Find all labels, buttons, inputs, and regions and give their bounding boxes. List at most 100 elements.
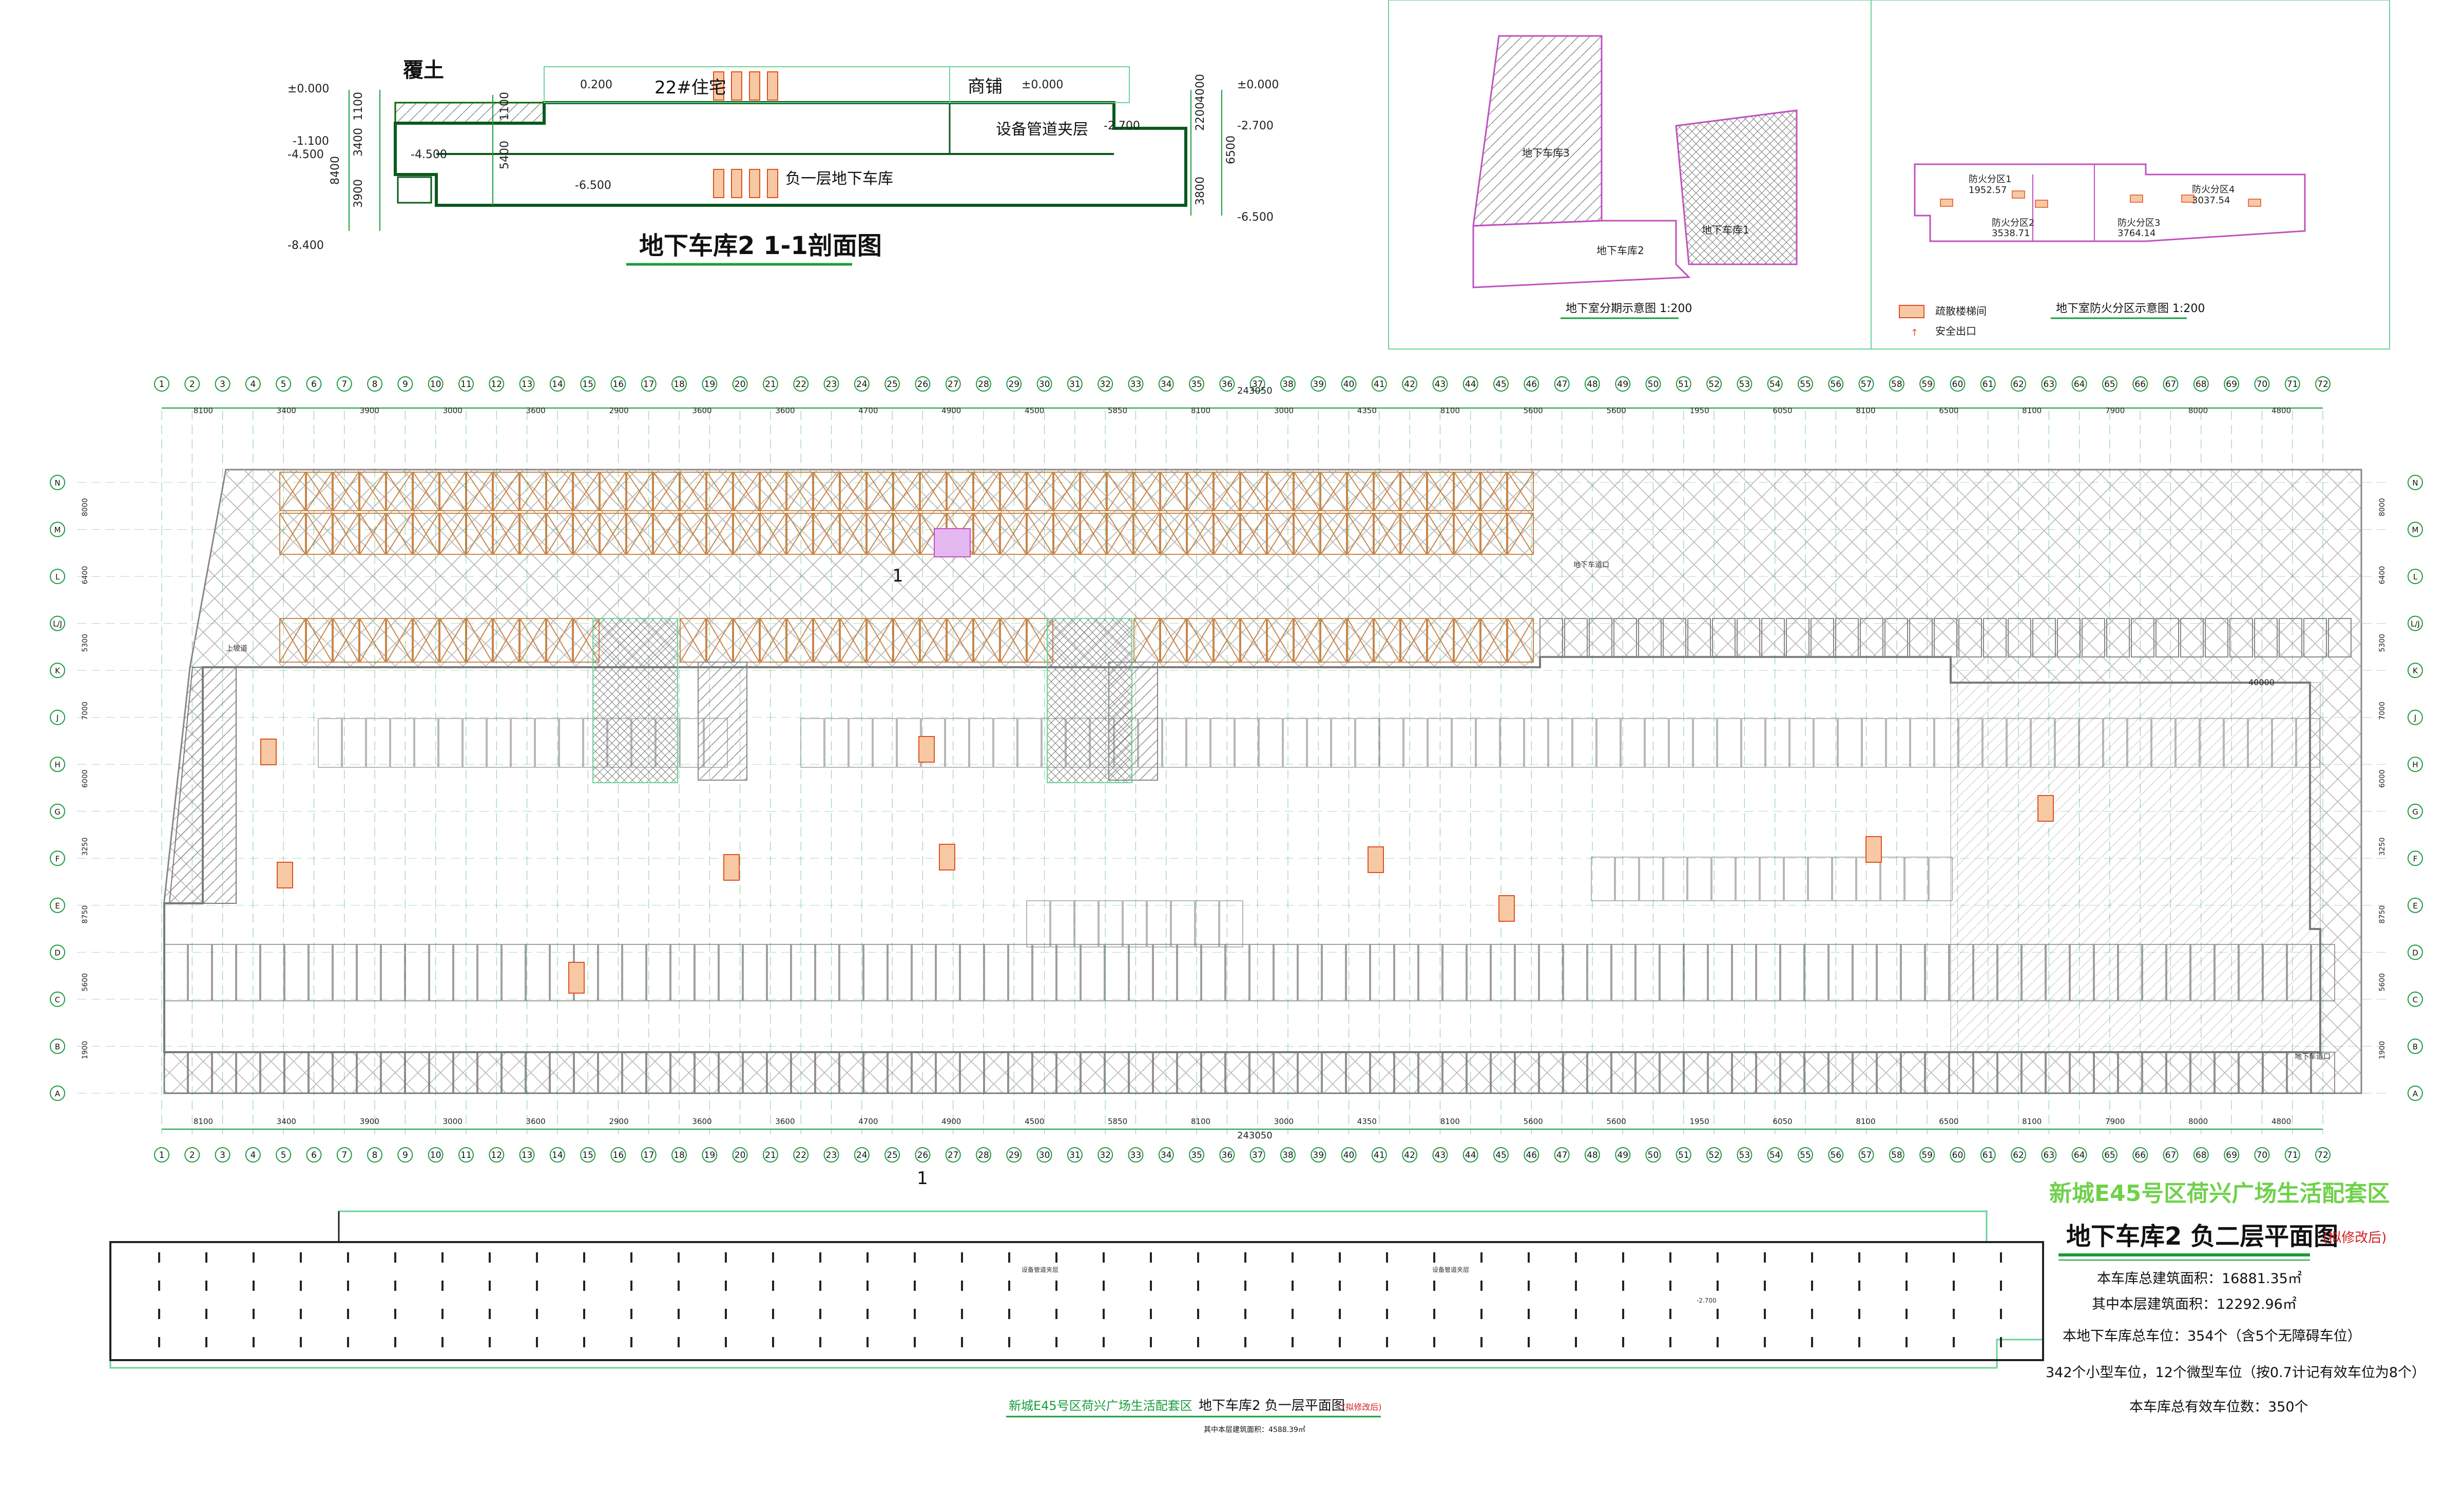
grid-label-row: L	[55, 572, 60, 582]
grid-label-row: A	[55, 1089, 61, 1098]
grid-bubble-col	[1676, 376, 1691, 392]
grid-label-col: 5	[281, 379, 286, 390]
b1-area: 其中本层建筑面积：4588.39㎡	[1204, 1426, 1305, 1434]
grid-bubble-col	[306, 376, 322, 392]
grid-bubble-col	[1828, 1147, 1844, 1163]
span-dim: 3000	[1274, 1117, 1294, 1126]
grid-label-row: M	[54, 526, 61, 535]
stair-cores	[260, 736, 2054, 994]
grid-label-col: 47	[1556, 1150, 1568, 1160]
grid-bubble-row	[50, 615, 65, 631]
phase-zone-1: 地下车库1	[1702, 224, 1749, 236]
grid-label-col: 50	[1648, 379, 1659, 390]
grid-label-col: 35	[1191, 379, 1202, 390]
grid-label-col: 16	[613, 379, 624, 390]
grid-label-col: 43	[1435, 379, 1446, 390]
grid-label-col: 59	[1921, 1150, 1933, 1160]
grid-label-col: 58	[1891, 379, 1902, 390]
grid-label-col: 26	[917, 379, 929, 390]
row-dim: 6400	[81, 566, 89, 585]
grid-label-col: 71	[2287, 379, 2298, 390]
grid-label-col: 31	[1069, 1150, 1081, 1160]
grid-bubble-col	[1676, 1147, 1691, 1163]
grid-bubble-col	[1219, 376, 1235, 392]
grid-label-col: 35	[1191, 1150, 1202, 1160]
grid-label-row: G	[54, 807, 61, 817]
row-dim: 7000	[81, 702, 89, 720]
b1-floor-plan: 设备管道夹层 设备管道夹层 -2.700 新城E45号区荷兴广场生活配套区 地下…	[109, 1210, 2044, 1434]
grid-bubble-col	[2011, 1147, 2027, 1163]
grid-bubble-col	[1737, 376, 1753, 392]
grid-bubble-col	[1249, 1147, 1265, 1163]
grid-bubble-col	[489, 376, 505, 392]
grid-bubble-col	[2132, 1147, 2148, 1163]
grid-bubble-col	[823, 376, 839, 392]
span-dim: 7900	[2105, 406, 2125, 415]
grid-bubble-col	[1980, 376, 1996, 392]
grid-label-col: 20	[735, 1150, 746, 1160]
row-dim: 8000	[81, 498, 89, 516]
span-dim: 3000	[443, 406, 463, 415]
grid-label-col: 19	[704, 379, 716, 390]
equip-layer-label: 设备管道夹层	[996, 121, 1088, 139]
grid-label-col: 72	[2317, 1150, 2328, 1160]
grid-label-row: F	[55, 854, 60, 863]
grid-label-col: 52	[1708, 1150, 1720, 1160]
grid-bubble-row	[2408, 850, 2423, 866]
svg-text:6500: 6500	[1225, 135, 1238, 164]
section-mark-bottom: 1	[917, 1168, 928, 1189]
grid-label-col: 48	[1587, 1150, 1598, 1160]
span-dim: 3600	[692, 406, 711, 415]
grid-label-row: L/J	[2411, 619, 2420, 629]
grid-bubble-col	[2193, 1147, 2209, 1163]
grid-bubble-col	[1554, 1147, 1570, 1163]
grid-bubble-col	[762, 376, 778, 392]
span-dim: 8100	[1856, 1117, 1875, 1126]
grid-bubble-col	[458, 1147, 474, 1163]
grid-bubble-col	[1462, 1147, 1478, 1163]
parking-stall-rows	[164, 718, 2335, 1094]
grid-bubble-col	[245, 376, 261, 392]
b1-plan-title: 地下车库2 负一层平面图	[1199, 1398, 1345, 1413]
span-dim: 5850	[1108, 1117, 1127, 1126]
b1-column-ticks	[158, 1252, 2002, 1347]
grid-label-col: 55	[1800, 1150, 1811, 1160]
span-dim: 2900	[609, 1117, 628, 1126]
grid-bubble-col	[1098, 1147, 1113, 1163]
grid-bubble-col	[580, 1147, 596, 1163]
grid-bubble-col	[975, 1147, 991, 1163]
firezone-4-name: 防火分区4	[2192, 184, 2235, 195]
grid-label-col: 3	[220, 1150, 225, 1160]
stat-effective-spaces: 本车库总有效车位数：350个	[2129, 1399, 2308, 1415]
firezone-caption: 地下室防火分区示意图 1:200	[2056, 302, 2205, 315]
grid-bubble-col	[1889, 1147, 1904, 1163]
grid-label-row: J	[2414, 713, 2416, 723]
grid-bubble-col	[1950, 376, 1966, 392]
grid-label-col: 40	[1343, 1150, 1355, 1160]
span-dim: 4800	[2272, 406, 2291, 415]
grid-bubble-col	[2254, 376, 2270, 392]
grid-label-col: 18	[673, 379, 685, 390]
grid-bubble-row	[50, 475, 65, 490]
grid-label-col: 48	[1587, 379, 1598, 390]
grid-bubble-row	[50, 1086, 65, 1101]
grid-bubble-col	[2071, 1147, 2087, 1163]
row-dim: 6000	[81, 769, 89, 788]
grid-bubble-row	[2408, 615, 2423, 631]
grid-bubble-row	[50, 663, 65, 679]
grid-bubble-col	[1980, 1147, 1996, 1163]
grid-label-col: 28	[978, 1150, 989, 1160]
grid-bubble-col	[1584, 376, 1600, 392]
grid-bubble-row	[2408, 1038, 2423, 1054]
grid-label-row: N	[2412, 478, 2418, 488]
firezone-diagram: 防火分区1 1952.57 防火分区2 3538.71 防火分区3 3764.1…	[1899, 163, 2306, 338]
grid-bubble-col	[1524, 376, 1539, 392]
grid-bubble-col	[1158, 1147, 1174, 1163]
grid-label-col: 27	[948, 1150, 959, 1160]
grid-bubble-col	[884, 376, 900, 392]
grid-bubble-col	[641, 376, 657, 392]
grid-bubble-row	[50, 1038, 65, 1054]
grid-bubble-row	[2408, 897, 2423, 913]
grid-label-row: L/J	[53, 619, 62, 629]
grid-label-col: 22	[795, 1150, 806, 1160]
